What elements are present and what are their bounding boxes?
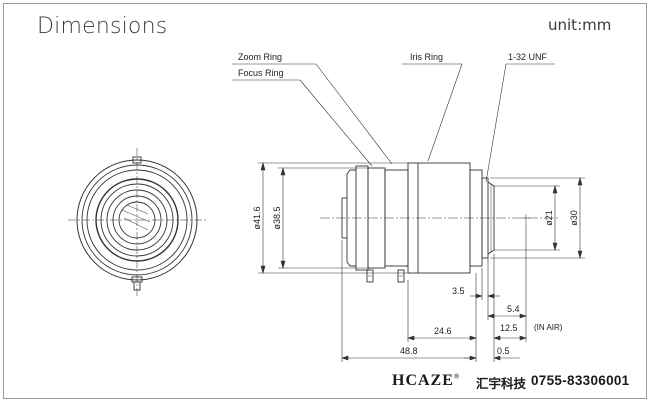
ring-diameter-label: ø38.5 (272, 206, 282, 229)
front-view (68, 148, 208, 298)
drawing-frame (3, 3, 647, 399)
brand-name: HCAZE (392, 372, 454, 389)
page-title: Dimensions (37, 14, 168, 39)
company-name: 汇宇科技 (476, 376, 527, 391)
dim-5-4-label: 5.4 (507, 304, 520, 314)
dim-0-5-label: 0.5 (497, 346, 510, 356)
focus-ring-label: Focus Ring (238, 68, 284, 78)
dim-48-8-label: 48.8 (400, 346, 418, 356)
outer-diameter-label: ø41.6 (252, 206, 262, 229)
dim-3-5-label: 3.5 (452, 286, 465, 296)
mount-label: 1-32 UNF (508, 52, 548, 62)
phone-number: 0755-83306001 (531, 373, 630, 388)
thread-inner-diameter-label: ø21 (544, 210, 554, 226)
dim-24-6-label: 24.6 (434, 326, 452, 336)
dim-12-5-label: 12.5 (500, 323, 518, 333)
brand-logo: HCAZE® (392, 372, 460, 390)
thread-outer-diameter-label: ø30 (569, 210, 579, 226)
in-air-label: (IN AIR) (534, 323, 563, 332)
dimension-lines (232, 63, 585, 362)
zoom-ring-label: Zoom Ring (238, 52, 282, 62)
side-view (320, 162, 560, 283)
unit-label: unit:mm (548, 16, 612, 34)
brand-registered-mark: ® (453, 372, 461, 381)
iris-ring-label: Iris Ring (410, 52, 443, 62)
